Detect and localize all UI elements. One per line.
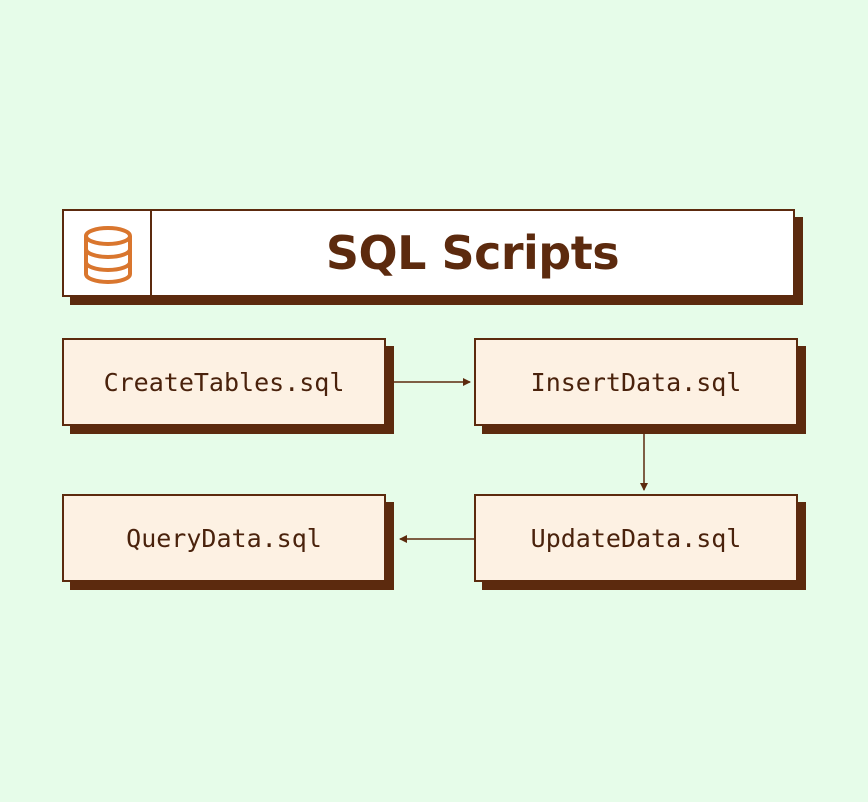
node-query-data: QueryData.sql bbox=[62, 494, 386, 582]
header-icon-cell bbox=[64, 211, 152, 295]
node-insert-data: InsertData.sql bbox=[474, 338, 798, 426]
node-update-data: UpdateData.sql bbox=[474, 494, 798, 582]
page-title: SQL Scripts bbox=[325, 226, 620, 280]
database-icon bbox=[84, 226, 132, 284]
node-create-tables: CreateTables.sql bbox=[62, 338, 386, 426]
title-banner: SQL Scripts bbox=[62, 209, 795, 297]
